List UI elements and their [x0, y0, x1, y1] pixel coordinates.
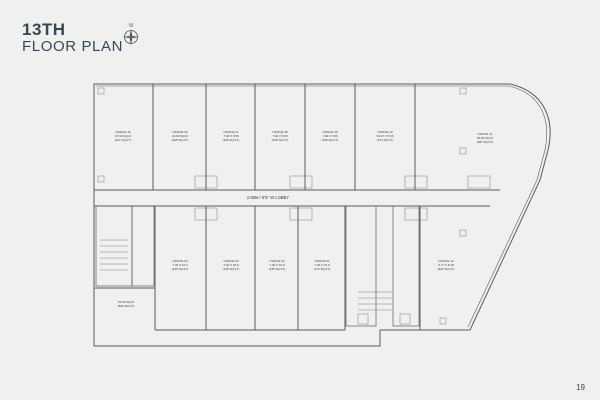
office-name: OFFICE 04	[172, 259, 188, 263]
office-dims: (345 SQ.FT)	[272, 138, 289, 142]
building-outline	[93, 83, 551, 347]
office-name: OFFICE 09	[172, 130, 188, 134]
office-area: 7.40 X 10.9	[269, 263, 285, 267]
office-area: 7.00 X 5.56	[322, 134, 338, 138]
corner-room-area: 53.90 SQ.M	[118, 300, 135, 304]
office-area: 63.83 SQ.M	[477, 136, 494, 140]
office-dims: (687 SQ.FT)	[477, 140, 494, 144]
office-dims: (372 SQ.FT)	[377, 138, 394, 142]
office-dims: (345 SQ.FT)	[172, 138, 189, 142]
title-floor-plan: FLOOR PLAN	[22, 38, 124, 55]
office-area: 7.40 X 10.9	[172, 263, 188, 267]
title-floor-number: 13TH	[22, 20, 66, 39]
office-dims: (345 SQ.FT)	[223, 138, 240, 142]
corner-room-dims: (580 SQ.FT)	[118, 304, 135, 308]
office-name: OFFICE 02	[269, 259, 285, 263]
office-area: 32.09 SQ.M	[172, 134, 189, 138]
office-area: 34.07 X 5.56	[376, 134, 393, 138]
office-area: 6.77 X 8.18	[438, 263, 454, 267]
compass-north-label: N	[129, 23, 133, 29]
office-dims: (597 SQ.FT)	[438, 267, 455, 271]
office-name: OFFICE 03	[223, 259, 239, 263]
office-name: OFFICE 07	[223, 130, 239, 134]
compass-icon: N	[123, 23, 139, 45]
office-area: 7.40 X 10.9	[314, 263, 330, 267]
office-dims: (345 SQ.FT)	[269, 267, 286, 271]
office-name: OFFICE 11	[478, 132, 493, 136]
page-number: 19	[576, 383, 585, 392]
office-area: 7.40 X 10.9	[223, 263, 239, 267]
office-name: OFFICE 01	[314, 259, 330, 263]
page-title: 13TH FLOOR PLAN	[22, 21, 123, 55]
office-dims: (345 SQ.FT)	[172, 267, 189, 271]
lobby-label: 2.55M / 8'5" W LOBBY	[247, 195, 290, 200]
office-area: 7.00 X 5.56	[223, 134, 239, 138]
office-name: OFFICE 10	[377, 130, 393, 134]
office-name: OFFICE 12	[438, 259, 454, 263]
office-dims: (345 SQ.FT)	[223, 267, 240, 271]
office-name: OFFICE 08	[272, 130, 288, 134]
office-name: OFFICE 09	[322, 130, 338, 134]
office-area: 7.00 X 5.56	[272, 134, 288, 138]
office-dims: (345 SQ.FT)	[322, 138, 339, 142]
office-dims: (372 SQ.FT)	[314, 267, 331, 271]
office-dims: (407 SQ.FT)	[115, 138, 132, 142]
office-name: OFFICE 16	[115, 130, 131, 134]
office-area: 37.90 SQ.M	[115, 134, 132, 138]
